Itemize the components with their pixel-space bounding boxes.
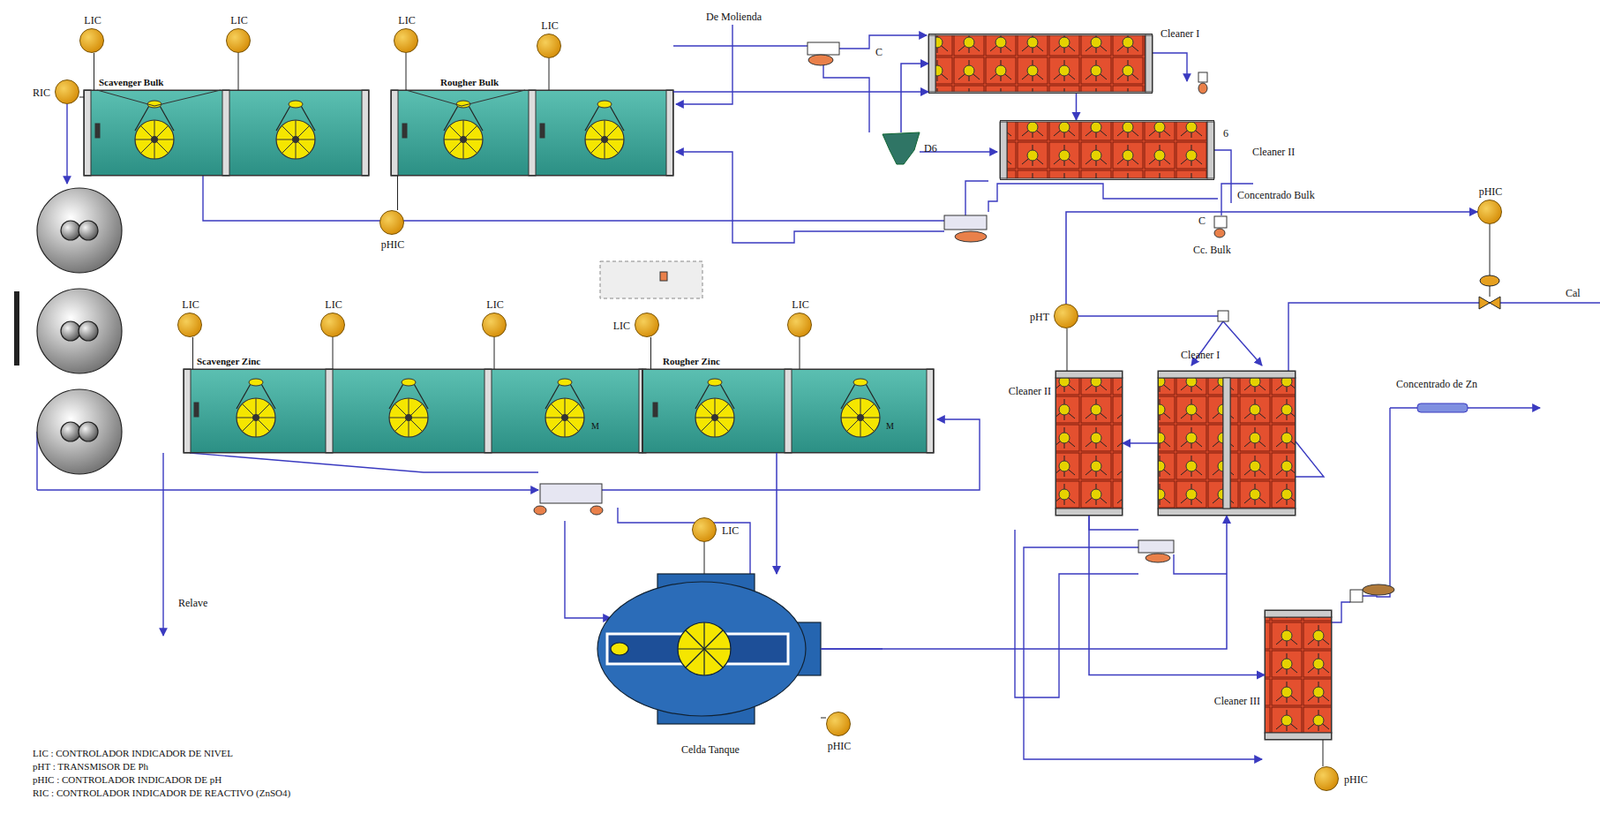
- bank-heading: Rougher Bulk: [440, 75, 499, 89]
- signal-line: [397, 175, 399, 211]
- equipment-label: Cleaner II: [1252, 145, 1295, 158]
- plant-label: Relave: [176, 596, 210, 609]
- instrument-tag: pHIC: [1479, 185, 1503, 198]
- signal-line: [494, 337, 496, 369]
- flotation-bank: Scavenger Bulk: [83, 90, 369, 176]
- signal-line: [1066, 328, 1068, 371]
- bank-heading: Scavenger Zinc: [196, 354, 261, 368]
- instrument-circle: LIC: [320, 312, 346, 338]
- signal-line: [192, 337, 194, 369]
- instrument-circle: pHT: [1053, 303, 1079, 329]
- legend-text: pHT : TRANSMISOR DE Ph: [32, 760, 149, 772]
- process-line: [775, 452, 778, 574]
- plant-label: M: [884, 420, 896, 433]
- instrument-tag: pHT: [1029, 310, 1050, 324]
- instrument-tag: RIC: [32, 86, 51, 99]
- signal-line: [548, 58, 550, 91]
- plant-label: C: [1196, 214, 1208, 227]
- instrument-circle: pHIC: [379, 210, 405, 235]
- cleaner-bank: Cleaner II: [1055, 370, 1123, 516]
- legend-row: LIC : CONTROLADOR INDICADOR DE NIVEL: [32, 746, 291, 760]
- process-line: [901, 63, 929, 133]
- plant-label: Cc. Bulk: [1191, 243, 1233, 256]
- cleaner-bank: Cleaner I: [1157, 370, 1296, 516]
- instrument-tag: LIC: [398, 14, 415, 27]
- equipment-shape: Celda Tanque: [600, 573, 821, 724]
- instrument-circle: pHIC: [1477, 199, 1503, 225]
- plant-label: Concentrado de Zn: [1394, 377, 1480, 391]
- instrument-tag: LIC: [486, 298, 504, 311]
- equipment-label: Cleaner I: [1160, 27, 1200, 40]
- legend-row: RIC : CONTROLADOR INDICADOR DE REACTIVO …: [32, 786, 291, 800]
- process-line: [1066, 211, 1478, 304]
- signal-line: [704, 541, 706, 574]
- legend-row: pHT : TRANSMISOR DE Ph: [32, 759, 291, 774]
- equipment-label: Cleaner II: [1008, 384, 1052, 398]
- cleaner-bank: Cleaner II: [999, 120, 1215, 181]
- equipment-label: Celda Tanque: [681, 743, 740, 756]
- plant-label: Cal: [1563, 286, 1583, 300]
- legend-text: LIC : CONTROLADOR INDICADOR DE NIVEL: [32, 747, 233, 759]
- signal-line: [332, 337, 334, 369]
- process-line: [1089, 515, 1265, 676]
- process-line: [1075, 93, 1078, 121]
- signal-line: [799, 337, 801, 369]
- instrument-circle: LIC: [787, 312, 812, 338]
- instrument-tag: LIC: [540, 19, 558, 32]
- instrument-tag: pHIC: [1344, 773, 1368, 786]
- plant-label: De Molienda: [704, 10, 764, 23]
- legend-text: pHIC : CONTROLADOR INDICADOR DE pH: [32, 773, 222, 785]
- signal-line: [405, 52, 407, 91]
- instrument-tag: pHIC: [827, 739, 852, 752]
- process-line: [820, 515, 1227, 649]
- instrument-circle: LIC: [634, 312, 660, 338]
- instrument-circle: LIC: [393, 28, 419, 53]
- instrument-tag: LIC: [181, 298, 199, 311]
- equipment-label: Cleaner III: [1214, 694, 1261, 707]
- signal-line: [238, 52, 240, 91]
- instrument-tag: pHIC: [381, 238, 406, 251]
- plant-label: 6: [1221, 127, 1231, 140]
- plant-label: M: [589, 420, 601, 433]
- instrument-circle: pHIC: [1314, 766, 1339, 791]
- instrument-circle: pHIC: [826, 711, 851, 737]
- plant-label: Concentrado Bulk: [1235, 188, 1317, 202]
- equipment-shape: D6: [882, 132, 920, 165]
- instrument-tag: LIC: [791, 298, 809, 311]
- instrument-tag: LIC: [613, 319, 631, 332]
- equipment-label: Cleaner I: [1180, 348, 1220, 361]
- process-line: [1122, 442, 1158, 444]
- instrument-circle: LIC: [177, 312, 203, 338]
- instrument-circle: RIC: [54, 79, 80, 105]
- flotation-bank: Rougher Bulk: [390, 90, 674, 176]
- bank-heading: Rougher Zinc: [662, 354, 721, 368]
- instrument-tag: LIC: [324, 298, 342, 311]
- instrument-tag: LIC: [83, 14, 101, 27]
- process-line: [673, 90, 929, 93]
- legend-text: RIC : CONTROLADOR INDICADOR DE REACTIVO …: [32, 787, 291, 798]
- bank-heading: Scavenger Bulk: [98, 75, 164, 89]
- flotation-bank: Rougher Zinc: [642, 368, 934, 453]
- instrument-circle: LIC: [225, 28, 251, 53]
- signal-line: [93, 52, 95, 91]
- instrument-tag: LIC: [230, 14, 248, 27]
- instrument-tag: LIC: [721, 524, 739, 537]
- signal-line: [820, 717, 827, 719]
- cleaner-bank: Cleaner III: [1264, 609, 1332, 740]
- instrument-circle: LIC: [691, 517, 717, 542]
- signal-line: [1322, 739, 1324, 767]
- instrument-circle: LIC: [79, 28, 105, 53]
- equipment-label: D6: [923, 142, 938, 155]
- legend: LIC : CONTROLADOR INDICADOR DE NIVELpHT …: [32, 746, 291, 800]
- cleaner-bank: Cleaner I: [928, 33, 1153, 94]
- legend-row: pHIC : CONTROLADOR INDICADOR DE pH: [32, 773, 291, 787]
- instrument-circle: LIC: [481, 312, 507, 338]
- instrument-circle: LIC: [536, 33, 562, 59]
- flotation-bank: Scavenger Zinc: [183, 368, 643, 453]
- signal-line: [650, 337, 652, 369]
- plant-label: C: [873, 45, 885, 59]
